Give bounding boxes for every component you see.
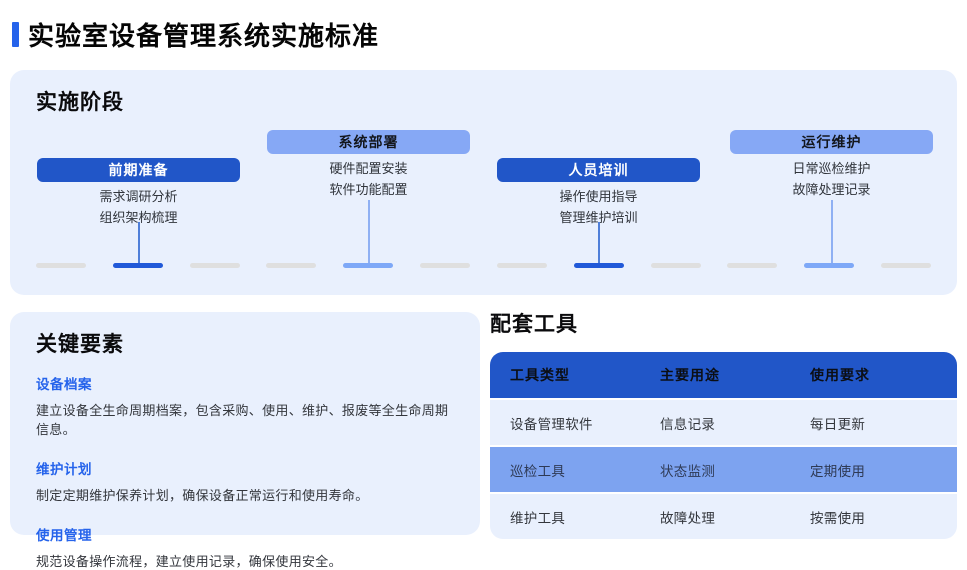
timeline-dash (266, 263, 317, 268)
phase-badge: 系统部署 (267, 130, 470, 154)
tools-table-header-row: 工具类型 主要用途 使用要求 (490, 352, 957, 398)
phase-connector-line (368, 200, 370, 266)
phase-description-line: 硬件配置安装 (329, 161, 408, 176)
key-element-item: 设备档案建立设备全生命周期档案，包含采购、使用、维护、报废等全生命周期信息。 (36, 373, 454, 438)
key-element-item: 使用管理规范设备操作流程，建立使用记录，确保使用安全。 (36, 524, 454, 570)
key-element-description: 制定定期维护保养计划，确保设备正常运行和使用寿命。 (36, 488, 369, 503)
tools-heading: 配套工具 (490, 313, 578, 336)
phase-description-line: 操作使用指导 (559, 189, 638, 204)
tools-table-cell: 状态监测 (660, 463, 716, 479)
tools-table-cell: 定期使用 (810, 463, 866, 479)
timeline-marker-dash (804, 263, 855, 268)
phases-panel: 实施阶段 前期准备需求调研分析组织架构梳理 系统部署硬件配置安装软件功能配置 人员培… (10, 70, 957, 295)
page-header: 实验室设备管理系统实施标准 (12, 16, 379, 53)
title-accent-bar (12, 22, 19, 47)
timeline-dash (36, 263, 86, 268)
tools-table-cell: 维护工具 (510, 510, 566, 526)
tools-table-header-cell: 使用要求 (810, 367, 870, 383)
tools-table-cell: 巡检工具 (510, 463, 566, 479)
tools-table-cell: 信息记录 (660, 416, 716, 432)
key-elements-list: 设备档案建立设备全生命周期档案，包含采购、使用、维护、报废等全生命周期信息。维护… (36, 373, 454, 570)
tools-table-cell: 按需使用 (810, 510, 866, 526)
timeline-dash (189, 263, 240, 268)
phase-description-line: 需求调研分析 (99, 189, 178, 204)
phase-description-line: 管理维护培训 (559, 210, 638, 225)
tools-table-cell: 每日更新 (810, 416, 866, 432)
key-elements-heading: 关键要素 (36, 333, 124, 356)
phase-badge: 运行维护 (730, 130, 933, 154)
phase-connector-line (138, 222, 140, 266)
timeline-marker-dash (112, 263, 163, 268)
page-title: 实验室设备管理系统实施标准 (28, 21, 380, 51)
phase-description-line: 软件功能配置 (329, 182, 408, 197)
key-element-item: 维护计划制定定期维护保养计划，确保设备正常运行和使用寿命。 (36, 458, 454, 504)
phase-description-line: 故障处理记录 (792, 182, 871, 197)
timeline-dash (496, 263, 547, 268)
key-element-title: 维护计划 (36, 462, 92, 477)
timeline-marker-dash (343, 263, 394, 268)
timeline-dash (727, 263, 778, 268)
key-element-description: 规范设备操作流程，建立使用记录，确保使用安全。 (36, 554, 342, 569)
phase-description-line: 组织架构梳理 (99, 210, 178, 225)
phases-heading: 实施阶段 (36, 91, 124, 114)
phase-badge: 前期准备 (37, 158, 240, 182)
phase-description: 需求调研分析组织架构梳理 (37, 186, 240, 228)
key-element-title: 设备档案 (36, 377, 92, 392)
phase-connector-line (831, 200, 833, 266)
key-element-description: 建立设备全生命周期档案，包含采购、使用、维护、报废等全生命周期信息。 (36, 403, 449, 437)
tools-table-row: 维护工具 故障处理 按需使用 (490, 494, 957, 539)
tools-table-header-cell: 主要用途 (660, 367, 720, 383)
tools-table-row: 设备管理软件 信息记录 每日更新 (490, 400, 957, 445)
tools-table: 工具类型 主要用途 使用要求设备管理软件 信息记录 每日更新巡检工具 状态监测 定期使用维护… (490, 352, 957, 539)
timeline-dash (650, 263, 701, 268)
tools-table-row: 巡检工具 状态监测 定期使用 (490, 447, 957, 492)
phase-timeline (10, 263, 957, 268)
tools-table-cell: 设备管理软件 (510, 416, 593, 432)
phase-badge: 人员培训 (497, 158, 700, 182)
phase-description-line: 日常巡检维护 (792, 161, 871, 176)
tools-table-cell: 故障处理 (660, 510, 716, 526)
tools-table-header-cell: 工具类型 (510, 367, 570, 383)
key-elements-panel: 关键要素 设备档案建立设备全生命周期档案，包含采购、使用、维护、报废等全生命周期… (10, 312, 480, 569)
phase-description: 操作使用指导管理维护培训 (497, 186, 700, 228)
phase-connector-line (598, 222, 600, 266)
timeline-dash (420, 263, 471, 268)
phase-description: 日常巡检维护故障处理记录 (730, 158, 933, 200)
key-element-title: 使用管理 (36, 528, 92, 543)
timeline-marker-dash (573, 263, 624, 268)
phase-description: 硬件配置安装软件功能配置 (267, 158, 470, 200)
timeline-dash (880, 263, 931, 268)
